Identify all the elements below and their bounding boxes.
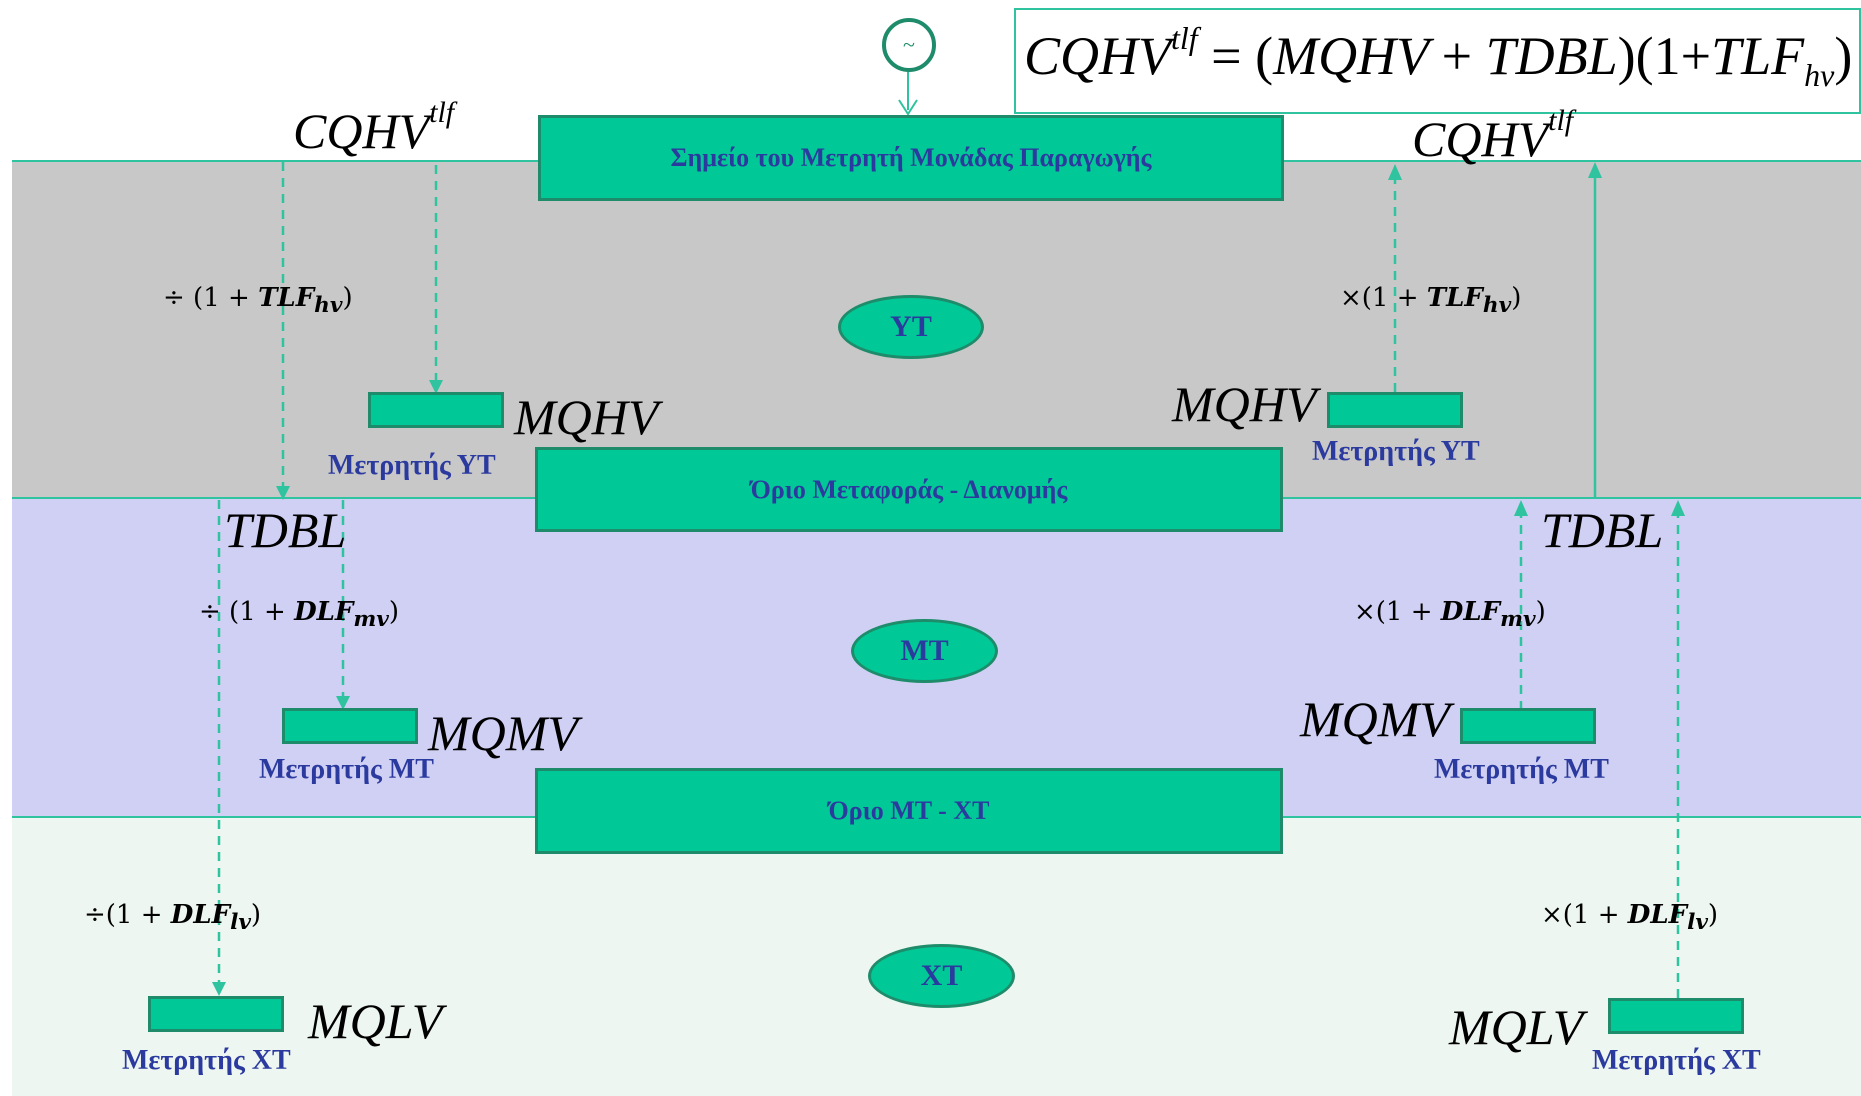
left-lv-meter-label: Μετρητής ΧΤ — [122, 1045, 291, 1076]
right-lv-meter — [1608, 998, 1744, 1034]
left-mv-meter-label: Μετρητής ΜΤ — [259, 754, 434, 785]
left-mqhv-label: MQHV — [514, 389, 659, 445]
zone-mv-ellipse: ΜΤ — [851, 619, 998, 683]
generation-meter-point-box: Σημείο του Μετρητή Μονάδας Παραγωγής — [538, 115, 1284, 201]
left-tdbl-label: TDBL — [224, 502, 347, 558]
left-tlf-hv-divisor: ÷ (1 + TLFhv) — [163, 283, 353, 319]
left-hv-meter — [368, 392, 504, 428]
zone-hv-ellipse: ΥΤ — [838, 295, 984, 359]
right-mv-meter — [1460, 708, 1596, 744]
generator-icon: ~ — [882, 18, 936, 72]
zone-lv-ellipse: ΧΤ — [868, 944, 1015, 1008]
right-mqhv-label: MQHV — [1172, 376, 1317, 432]
right-mv-meter-label: Μετρητής ΜΤ — [1434, 754, 1609, 785]
right-tlf-hv-multiplier: ×(1 + TLFhv) — [1340, 283, 1522, 319]
right-cqhv-label: CQHVtlf — [1412, 104, 1574, 167]
left-lv-meter — [148, 996, 284, 1032]
right-lv-meter-label: Μετρητής ΧΤ — [1592, 1045, 1761, 1076]
transmission-distribution-boundary-box: Όριο Μεταφοράς - Διανομής — [535, 447, 1283, 532]
left-dlf-lv-divisor: ÷(1 + DLFlv) — [84, 900, 262, 936]
left-cqhv-label: CQHVtlf — [293, 96, 455, 159]
left-hv-meter-label: Μετρητής ΥΤ — [328, 450, 496, 481]
left-mqmv-label: MQMV — [428, 705, 578, 761]
mv-lv-boundary-box: Όριο ΜΤ - ΧΤ — [535, 768, 1283, 854]
left-dlf-mv-divisor: ÷ (1 + DLFmv) — [199, 597, 400, 633]
right-tdbl-label: TDBL — [1541, 502, 1664, 558]
right-mqlv-label: MQLV — [1449, 999, 1584, 1055]
left-mv-meter — [282, 708, 418, 744]
right-dlf-lv-multiplier: ×(1 + DLFlv) — [1541, 900, 1719, 936]
formula-box — [1014, 8, 1861, 114]
right-dlf-mv-multiplier: ×(1 + DLFmv) — [1354, 597, 1546, 633]
right-mqmv-label: MQMV — [1300, 691, 1450, 747]
left-mqlv-label: MQLV — [308, 993, 443, 1049]
formula: CQHVtlf = (MQHV + TDBL)(1+TLFhv) — [1024, 20, 1853, 93]
right-hv-meter-label: Μετρητής ΥΤ — [1312, 436, 1480, 467]
right-hv-meter — [1327, 392, 1463, 428]
